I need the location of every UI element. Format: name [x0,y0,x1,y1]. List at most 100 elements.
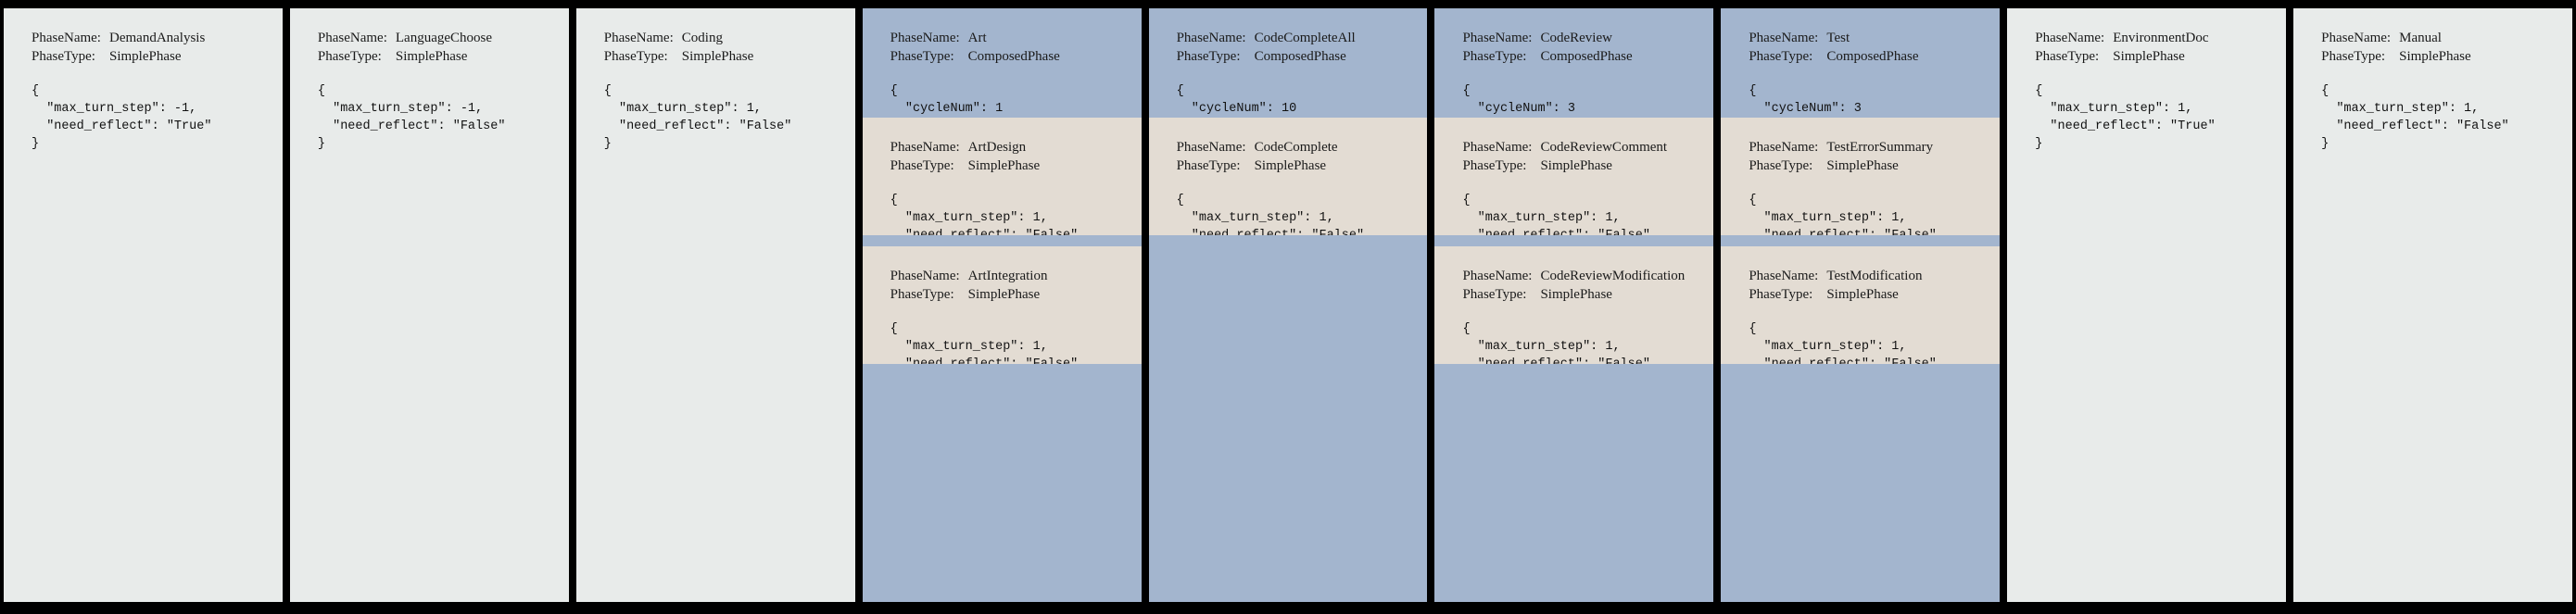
phase-type-value: SimplePhase [967,158,1041,173]
sub-phase-divider [1434,235,1714,246]
phase-type-value: SimplePhase [1826,287,1899,302]
phase-name-value: CodeReview [1540,31,1612,45]
phase-name-value: Art [967,31,987,45]
meta-row-phase-name: PhaseName: ArtIntegration [890,267,1118,285]
phase-name-value: TestErrorSummary [1826,140,1934,155]
meta-row-phase-name: PhaseName:Test [1749,29,1976,47]
phase-name-key: PhaseName: [890,140,960,155]
phase-name-key: PhaseName: [2321,31,2392,45]
phase-name-value: CodeComplete [1254,140,1338,155]
phase-name-value: CodeReviewModification [1540,269,1686,283]
meta-row-phase-type: PhaseType: SimplePhase [1462,285,1689,304]
phase-name-value: ArtDesign [967,140,1027,155]
meta-row-phase-name: PhaseName:DemandAnalysis [32,29,259,47]
meta-row-phase-type: PhaseType:SimplePhase [1177,157,1404,175]
phase-config-json: { "max_turn_step": 1, "need_reflect": "F… [603,84,792,151]
phase-type-key: PhaseType: [1176,158,1241,173]
phase-name-key: PhaseName: [603,31,674,45]
meta-row-phase-type: PhaseType:SimplePhase [2321,47,2548,66]
phase-type-key: PhaseType: [32,49,95,64]
phase-type-key: PhaseType: [1462,158,1527,173]
meta-row-phase-name: PhaseName:CodeReview [1462,29,1689,47]
meta-row-phase-type: PhaseType: SimplePhase [890,157,1118,175]
phase-type-key: PhaseType: [890,287,954,302]
meta-row-phase-type: PhaseType:SimplePhase [604,47,831,66]
phase-name-key: PhaseName: [1176,31,1246,45]
phase-name-key: PhaseName: [1749,269,1819,283]
phase-config-json: { "max_turn_step": 1, "need_reflect": "F… [2321,84,2509,151]
phase-type-key: PhaseType: [603,49,668,64]
composed-phase-footer-band [1148,589,1428,602]
meta-row-phase-type: PhaseType:ComposedPhase [890,47,1118,66]
phase-name-value: DemandAnalysis [109,31,206,45]
composed-phase-fill [1721,364,2001,589]
meta-row-phase-name: PhaseName: TestModification [1749,267,1976,285]
phase-name-value: CodeCompleteAll [1254,31,1356,45]
phase-type-key: PhaseType: [1749,287,1813,302]
phase-type-value: ComposedPhase [1254,49,1346,64]
meta-row-phase-type: PhaseType:SimplePhase [890,285,1118,304]
meta-row-phase-type: PhaseType:ComposedPhase [1749,47,1976,66]
phase-type-value: ComposedPhase [1826,49,1919,64]
phase-type-value: SimplePhase [109,49,182,64]
phase-name-key: PhaseName: [1462,140,1533,155]
sub-phase-divider [1721,235,2001,246]
phase-type-value: SimplePhase [1540,158,1612,173]
phase-name-key: PhaseName: [1176,140,1246,155]
phase-type-value: SimplePhase [395,49,468,64]
phase-type-key: PhaseType: [1462,49,1527,64]
phase-name-value: LanguageChoose [395,31,493,45]
meta-row-phase-type: PhaseType: SimplePhase [1462,157,1689,175]
phase-type-key: PhaseType: [1462,287,1527,302]
phase-name-value: CodeReviewComment [1540,140,1668,155]
phase-type-key: PhaseType: [2035,49,2100,64]
phase-type-value: SimplePhase [1540,287,1612,302]
composed-phase-fill [862,364,1142,589]
meta-row-phase-type: PhaseType:SimplePhase [2035,47,2262,66]
phase-name-key: PhaseName: [2035,31,2105,45]
sub-phase-divider [862,235,1142,246]
phase-name-value: ArtIntegration [967,269,1048,283]
phase-name-value: Coding [681,31,723,45]
phase-type-value: ComposedPhase [967,49,1060,64]
phase-name-key: PhaseName: [1462,269,1533,283]
phase-name-value: TestModification [1826,269,1923,283]
meta-row-phase-type: PhaseType: SimplePhase [318,47,545,66]
meta-row-phase-name: PhaseName: ArtDesign [890,138,1118,157]
phase-name-key: PhaseName: [890,31,960,45]
phase-type-key: PhaseType: [890,158,954,173]
meta-row-phase-name: PhaseName: CodeCompleteAll [1177,29,1404,47]
phase-type-value: SimplePhase [1826,158,1899,173]
meta-row-phase-name: PhaseName:TestErrorSummary [1749,138,1976,157]
meta-row-phase-name: PhaseName:LanguageChoose [318,29,545,47]
phase-name-key: PhaseName: [890,269,960,283]
composed-phase-fill [1434,364,1714,589]
phase-type-key: PhaseType: [317,49,382,64]
